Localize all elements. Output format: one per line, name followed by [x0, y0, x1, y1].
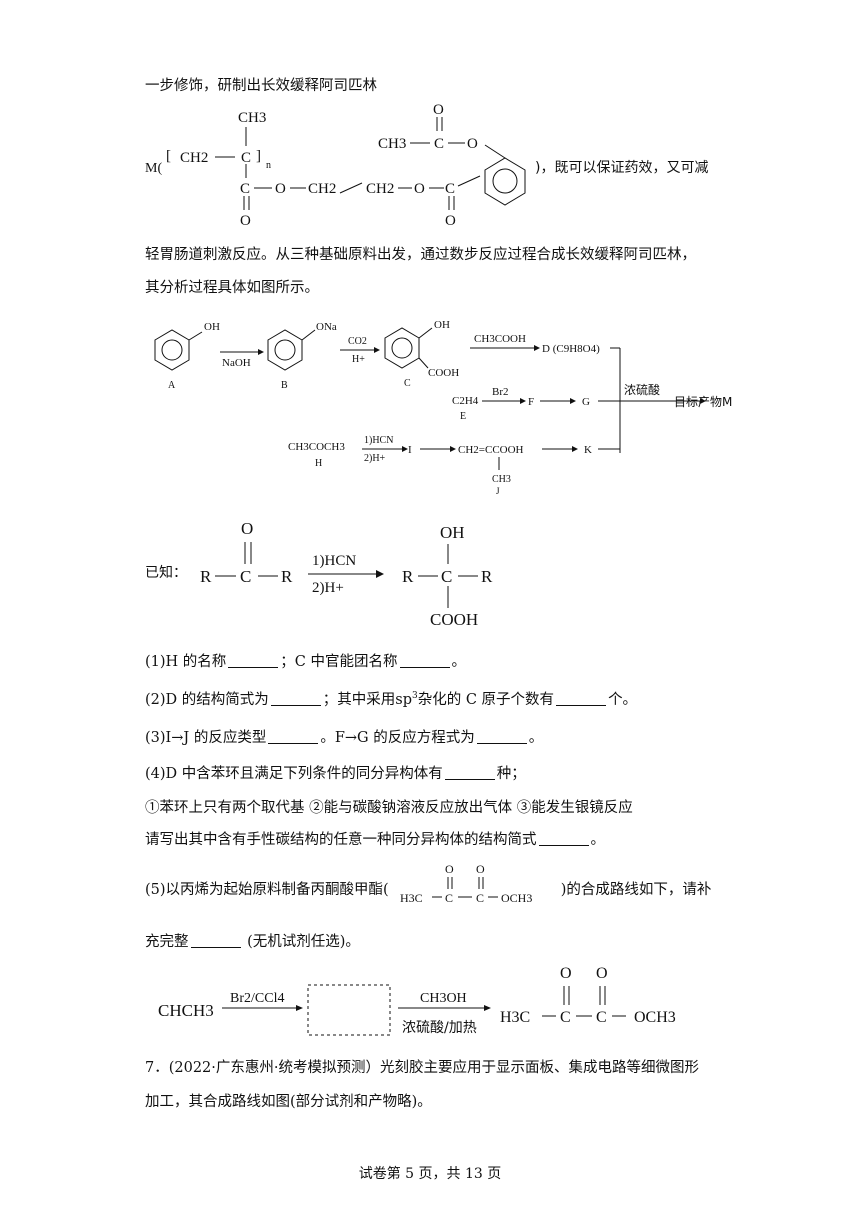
- route-och3: OCH3: [634, 1009, 676, 1026]
- known-c1: C: [240, 567, 251, 586]
- target-m: 目标产物M: [674, 395, 732, 409]
- question-5: (5)以丙烯为起始原料制备丙酮酸甲酯()的合成路线如下，请补: [145, 882, 712, 898]
- m-c-ester: C: [240, 181, 250, 197]
- m-o-ester: O: [275, 181, 286, 197]
- known-reagent2: 2)H+: [312, 580, 344, 596]
- i-label: I: [408, 444, 412, 456]
- b-label: B: [281, 380, 288, 391]
- reagent-h2: 2)H+: [364, 453, 386, 464]
- known-c2: C: [441, 567, 452, 586]
- route-c1: C: [560, 1009, 571, 1026]
- m-prefix: M(: [145, 161, 162, 176]
- j-ch3: CH3: [492, 474, 511, 485]
- reagent-co2: CO2: [348, 336, 367, 347]
- m-o-dbl-2: O: [445, 213, 456, 229]
- bracket-right: ]: [256, 148, 261, 164]
- e-formula: C2H4: [452, 395, 479, 407]
- c-oh: OH: [434, 319, 450, 331]
- m-ch2-b: CH2: [366, 181, 394, 197]
- synthesis-route: CHCH3 Br2/CCl4 CH3OH 浓硫酸/加热 H3C C O C O …: [158, 965, 676, 1036]
- route-blank-box: [307, 984, 391, 1036]
- known-r3: R: [402, 567, 414, 586]
- route-reagent2-bottom: 浓硫酸/加热: [402, 1020, 477, 1036]
- reagent-br2: Br2: [492, 386, 509, 398]
- known-r4: R: [481, 567, 493, 586]
- intro-line-2: 轻胃肠道刺激反应。从三种基础原料出发，通过数步反应过程合成长效缓释阿司匹林，: [145, 247, 696, 263]
- route-start: CHCH3: [158, 1001, 214, 1020]
- question-4-conditions: ①苯环上只有两个取代基 ②能与碳酸钠溶液反应放出气体 ③能发生银镜反应: [145, 800, 633, 816]
- question-3: (3)I→J 的反应类型。F→G 的反应方程式为。: [145, 730, 544, 746]
- m-ch3: CH3: [238, 110, 266, 126]
- svg-text:OCH3: OCH3: [501, 891, 532, 905]
- n-subscript: n: [266, 160, 271, 171]
- route-reagent2-top: CH3OH: [420, 991, 467, 1006]
- route-c2: C: [596, 1009, 607, 1026]
- m-acetyl-c: C: [434, 136, 444, 152]
- conc-h2so4: 浓硫酸: [624, 382, 660, 397]
- svg-text:O: O: [445, 862, 454, 876]
- route-h3c: H3C: [500, 1009, 530, 1026]
- m-c-benz: C: [445, 181, 455, 197]
- reagent-naoh: NaOH: [222, 357, 251, 369]
- intro-line-1: 一步修饰，研制出长效缓释阿司匹林: [145, 78, 377, 94]
- h-label: H: [315, 458, 322, 469]
- q7-line-2: 加工，其合成路线如图(部分试剂和产物略)。: [145, 1094, 432, 1110]
- question-4: (4)D 中含苯环且满足下列条件的同分异构体有种；: [145, 766, 526, 782]
- route-o2: O: [596, 965, 608, 982]
- known-cooh: COOH: [430, 610, 478, 629]
- k-label: K: [584, 444, 592, 456]
- known-r2: R: [281, 567, 293, 586]
- known-o: O: [241, 519, 253, 538]
- svg-text:C: C: [445, 891, 453, 905]
- intro-line-3: 其分析过程具体如图所示。: [145, 280, 319, 296]
- question-2: (2)D 的结构简式为；其中采用sp3杂化的 C 原子个数有个。: [145, 691, 638, 708]
- m-acetyl-o-top: O: [433, 102, 444, 118]
- m-o-link: O: [414, 181, 425, 197]
- question-4-chiral: 请写出其中含有手性碳结构的任意一种同分异构体的结构简式。: [145, 832, 605, 848]
- q7-line-1: 7．(2022·广东惠州·统考模拟预测）光刻胶主要应用于显示面板、集成电路等细微…: [145, 1060, 699, 1076]
- g-label: G: [582, 396, 590, 408]
- m-ch2: CH2: [180, 150, 208, 166]
- f-label: F: [528, 396, 534, 408]
- known-r1: R: [200, 567, 212, 586]
- j-formula: CH2=CCOOH: [458, 444, 524, 456]
- m-acetyl-o: O: [467, 136, 478, 152]
- route-o1: O: [560, 965, 572, 982]
- svg-text:O: O: [476, 862, 485, 876]
- m-suffix: )，既可以保证药效，又可减: [535, 160, 708, 176]
- question-5-cont: 充完整 (无机试剂任选)。: [145, 934, 360, 950]
- methyl-pyruvate-small: H3C C O C O OCH3: [400, 862, 532, 905]
- svg-text:C: C: [476, 891, 484, 905]
- route-reagent1: Br2/CCl4: [230, 991, 284, 1006]
- a-oh: OH: [204, 321, 220, 333]
- known-reaction: 已知： R C O R 1)HCN 2)H+ R C OH R COOH: [145, 519, 493, 629]
- known-reagent1: 1)HCN: [312, 553, 356, 569]
- synthesis-scheme: OH A NaOH ONa B CO2 H+ OH COOH C CH3COOH…: [154, 319, 732, 495]
- c-cooh: COOH: [428, 367, 459, 379]
- reagent-ch3cooh: CH3COOH: [474, 333, 526, 345]
- b-ona: ONa: [316, 321, 337, 333]
- known-oh: OH: [440, 523, 465, 542]
- m-acetyl-ch3: CH3: [378, 136, 406, 152]
- known-prefix: 已知：: [145, 564, 187, 581]
- e-label: E: [460, 411, 466, 422]
- page-footer: 试卷第 5 页，共 13 页: [358, 1166, 502, 1182]
- svg-text:H3C: H3C: [400, 891, 423, 905]
- reagent-h: H+: [352, 354, 365, 365]
- bracket-left: [: [166, 148, 171, 164]
- reagent-hcn: 1)HCN: [364, 435, 393, 446]
- m-structure: M( [ CH2 C ] n CH3 C O O CH2 CH2 O C O O…: [145, 102, 708, 229]
- m-o-dbl-1: O: [240, 213, 251, 229]
- j-label: J: [496, 486, 500, 495]
- c-label: C: [404, 378, 411, 389]
- question-1: (1)H 的名称；C 中官能团名称。: [145, 654, 466, 670]
- h-formula: CH3COCH3: [288, 441, 345, 453]
- a-label: A: [168, 380, 176, 391]
- m-c: C: [241, 150, 251, 166]
- m-ch2-a: CH2: [308, 181, 336, 197]
- d-formula: D (C9H8O4): [542, 343, 600, 355]
